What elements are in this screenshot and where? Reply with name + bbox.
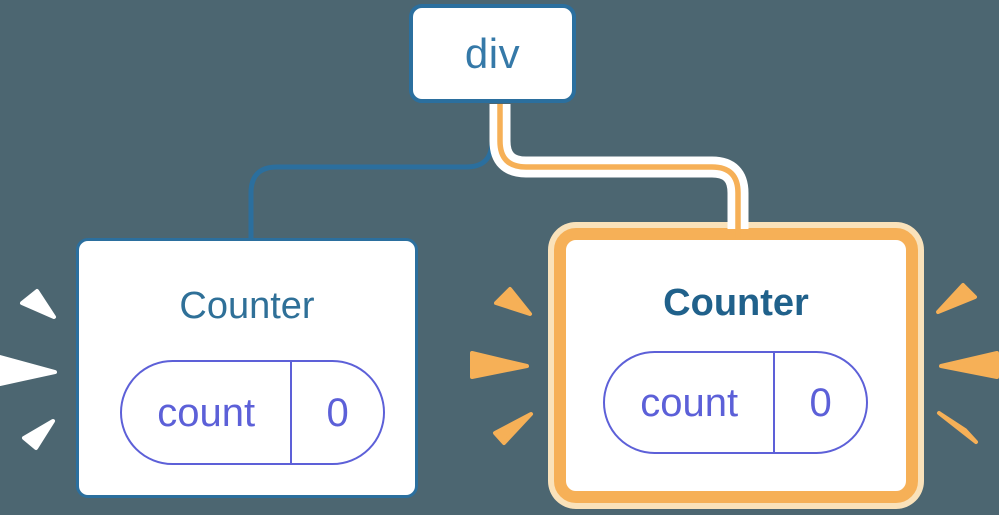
- root-node-label: div: [464, 29, 521, 77]
- tree-connector-right-casing: [489, 104, 749, 229]
- spark-icon: [493, 412, 533, 445]
- spark-icon: [936, 283, 977, 314]
- counter-card-left: Counter count 0: [76, 238, 418, 498]
- spark-icon: [939, 351, 999, 379]
- counter-title-right: Counter: [663, 282, 809, 324]
- root-node-div: div: [409, 4, 576, 103]
- state-value-right: 0: [809, 380, 832, 425]
- spark-icon: [22, 419, 55, 450]
- tree-connector-right: [497, 104, 741, 238]
- state-value-left: 0: [326, 390, 349, 435]
- counter-card-right-highlighted: Counter count 0: [554, 228, 918, 503]
- counter-title-left: Counter: [179, 285, 315, 327]
- state-pill-right: count 0: [603, 351, 868, 454]
- tree-connector-left: [248, 110, 495, 241]
- spark-icon: [20, 289, 56, 319]
- spark-icon: [0, 355, 57, 386]
- state-pill-left: count 0: [120, 360, 385, 465]
- spark-icon: [470, 351, 529, 379]
- render-sparks-orange-left: [470, 287, 533, 445]
- state-name-left: count: [122, 362, 293, 463]
- render-sparks-white-left: [0, 289, 57, 450]
- render-sparks-orange-right: [936, 283, 999, 444]
- spark-icon: [937, 411, 978, 444]
- state-name-right: count: [605, 353, 776, 452]
- spark-icon: [494, 287, 532, 316]
